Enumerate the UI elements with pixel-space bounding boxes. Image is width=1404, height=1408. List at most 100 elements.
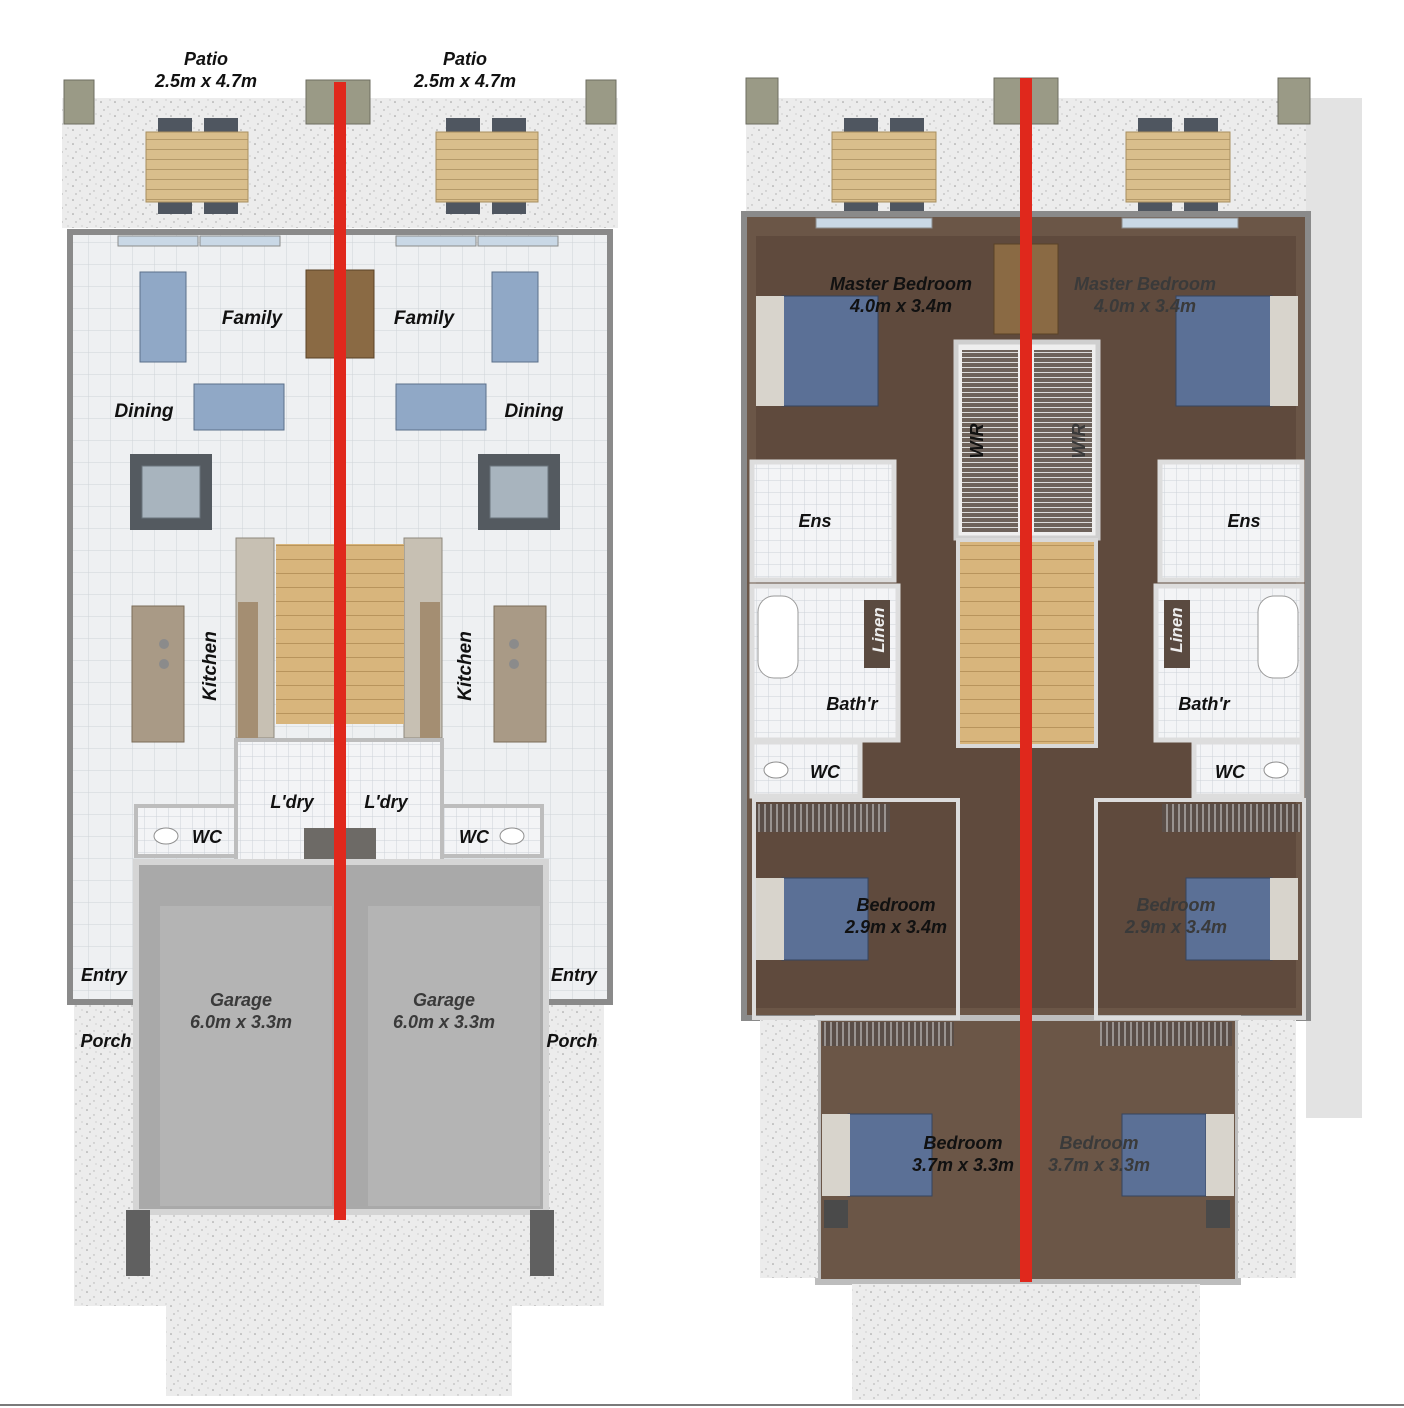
porch-slab-left xyxy=(74,1000,136,1206)
sink-icon xyxy=(509,639,519,649)
pillar-icon xyxy=(585,79,617,125)
robe-hangers xyxy=(822,1022,954,1046)
patio-table-upper-right xyxy=(1125,118,1231,214)
robe-hangers xyxy=(1034,350,1092,532)
bed-head xyxy=(1206,1114,1234,1196)
robe-hangers xyxy=(756,804,890,832)
wc-label: WC xyxy=(810,762,841,782)
toilet-icon xyxy=(763,761,789,779)
toilet-icon xyxy=(499,827,525,845)
shadow xyxy=(1306,98,1362,1118)
bed-icon xyxy=(1185,877,1273,961)
window xyxy=(477,235,559,247)
window xyxy=(1121,217,1239,229)
wc-label: WC xyxy=(1215,762,1246,782)
laundry-label: L'dry xyxy=(270,792,314,812)
lower-surround xyxy=(852,1284,1200,1400)
sink-icon xyxy=(509,659,519,669)
porch-label: Porch xyxy=(546,1031,597,1051)
pillar-icon xyxy=(1277,77,1311,125)
wir-label: WIR xyxy=(967,424,987,459)
patio-table-left xyxy=(145,118,249,214)
bedroom-dims: 2.9m x 3.4m xyxy=(844,917,947,937)
kitchen-bench xyxy=(420,602,440,738)
bedroom-dims: 2.9m x 3.4m xyxy=(1124,917,1227,937)
dining-table-right xyxy=(478,454,560,530)
bedroom-wall xyxy=(752,798,960,1020)
ensuite xyxy=(1157,459,1305,583)
kitchen-label: Kitchen xyxy=(200,631,221,701)
bathtub-icon xyxy=(1257,595,1299,679)
linen-closet xyxy=(1164,600,1190,668)
bedroom-dims: 3.7m x 3.3m xyxy=(912,1155,1014,1175)
driveway-apron xyxy=(74,1206,604,1306)
window xyxy=(199,235,281,247)
wc-label: WC xyxy=(459,827,490,847)
bedroom-label: Bedroom xyxy=(923,1133,1002,1153)
dining-table-left xyxy=(130,454,212,530)
ground-floor xyxy=(62,79,618,1396)
kitchen-label: Kitchen xyxy=(455,631,476,701)
bed-head xyxy=(1270,878,1298,960)
master-bedroom-dims: 4.0m x 3.4m xyxy=(849,296,952,316)
bed-head xyxy=(822,1114,850,1196)
dining-label: Dining xyxy=(114,401,173,422)
entry-label: Entry xyxy=(551,965,598,985)
bed-head xyxy=(1270,296,1298,406)
garage-dims: 6.0m x 3.3m xyxy=(190,1012,292,1032)
patio-dims: 2.5m x 4.7m xyxy=(154,71,257,91)
family-label: Family xyxy=(394,308,456,329)
linen-closet xyxy=(864,600,890,668)
window xyxy=(117,235,199,247)
bathroom-label: Bath'r xyxy=(826,694,878,714)
sofa-icon xyxy=(193,383,285,431)
upper-floor-labels: Master Bedroom 4.0m x 3.4m Master Bedroo… xyxy=(798,274,1260,1175)
toilet-icon xyxy=(1263,761,1289,779)
lower-surround xyxy=(1238,1018,1296,1278)
bed-icon xyxy=(1121,1113,1207,1197)
kitchen-island xyxy=(493,605,547,743)
master-bedroom-label: Master Bedroom xyxy=(1074,274,1216,294)
pillar-icon xyxy=(745,77,779,125)
window xyxy=(395,235,477,247)
bedside-table xyxy=(824,1200,848,1228)
patio-label: Patio xyxy=(443,49,487,69)
linen-label: Linen xyxy=(1167,607,1186,652)
party-wall-upper xyxy=(1020,78,1032,1282)
patio-dims: 2.5m x 4.7m xyxy=(413,71,516,91)
master-bedroom-dims: 4.0m x 3.4m xyxy=(1093,296,1196,316)
bed-icon xyxy=(847,1113,933,1197)
sink-icon xyxy=(159,639,169,649)
garage-door-post xyxy=(530,1210,554,1276)
bedroom-label: Bedroom xyxy=(1059,1133,1138,1153)
bedroom-label: Bedroom xyxy=(1136,895,1215,915)
bedroom-dims: 3.7m x 3.3m xyxy=(1048,1155,1150,1175)
window xyxy=(815,217,933,229)
dining-label: Dining xyxy=(504,401,563,422)
sink-icon xyxy=(159,659,169,669)
bed-icon xyxy=(781,877,869,961)
bedroom-label: Bedroom xyxy=(856,895,935,915)
kitchen-bench xyxy=(238,602,258,738)
ground-floor-labels: Patio 2.5m x 4.7m Patio 2.5m x 4.7m Fami… xyxy=(80,49,598,1051)
bed-head xyxy=(756,878,784,960)
ensuite xyxy=(749,459,897,583)
bedside-table xyxy=(1206,1200,1230,1228)
sofa-icon xyxy=(139,271,187,363)
bathroom-label: Bath'r xyxy=(1178,694,1230,714)
wc-room xyxy=(440,804,544,858)
robe-hangers xyxy=(1100,1022,1232,1046)
garage-dims: 6.0m x 3.3m xyxy=(393,1012,495,1032)
porch-label: Porch xyxy=(80,1031,131,1051)
garage-door-post xyxy=(126,1210,150,1276)
patio-table-upper-left xyxy=(831,118,937,214)
toilet-icon xyxy=(153,827,179,845)
porch-slab-right xyxy=(544,1000,604,1206)
garage-label: Garage xyxy=(413,990,475,1010)
laundry-label: L'dry xyxy=(364,792,408,812)
robe-hangers xyxy=(1162,804,1300,832)
party-wall-ground xyxy=(334,82,346,1220)
family-label: Family xyxy=(222,308,284,329)
garage-label: Garage xyxy=(210,990,272,1010)
